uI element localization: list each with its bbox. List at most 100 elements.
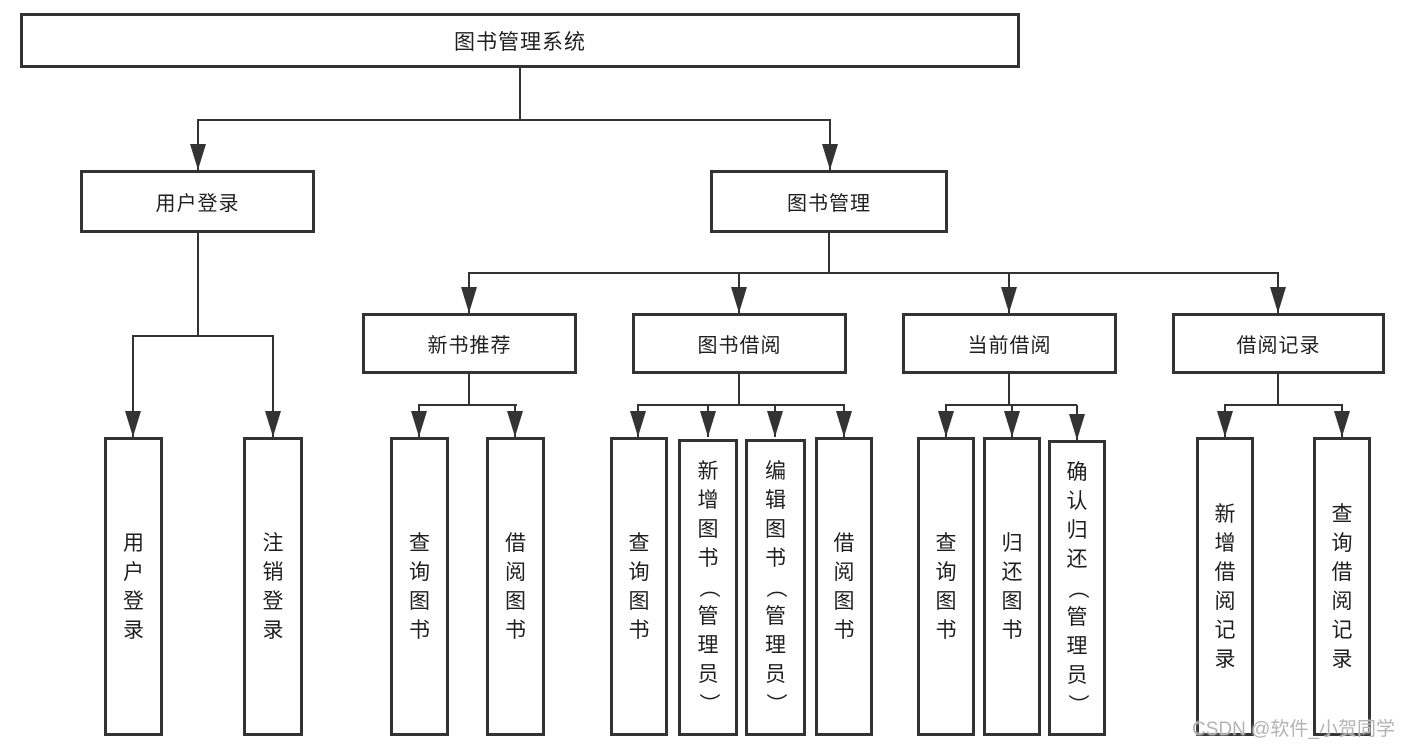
vertical-label-char: 户: [123, 560, 144, 584]
connector-user-login-trunk: [197, 233, 199, 336]
vertical-label-char: 询: [409, 560, 430, 584]
vertical-label-char: 认: [1066, 489, 1088, 513]
leaf-return-books: 归还图书: [983, 437, 1041, 736]
vertical-label-char: 员: [697, 663, 719, 686]
vertical-label-char: 图: [628, 589, 650, 613]
vertical-label-char: ）: [696, 693, 720, 714]
arrowhead-leaf-query-record: [1334, 411, 1350, 437]
node-book-management: 图书管理: [710, 170, 948, 233]
vertical-label-char: 还: [1001, 560, 1023, 584]
vertical-label-char: 登: [123, 589, 144, 613]
connector-book-borrow-trunk: [738, 374, 740, 405]
arrowhead-leaf-edit-books: [767, 411, 783, 437]
vertical-label-char: 图: [833, 589, 855, 613]
vertical-label-char: 辑: [765, 489, 786, 512]
vertical-label-char: 增: [1214, 531, 1236, 555]
vertical-label-char: 录: [1331, 647, 1353, 671]
connector-book-management-trunk: [828, 233, 830, 273]
connector-borrow-record-trunk: [1277, 374, 1279, 405]
vertical-label-char: 管: [697, 605, 719, 628]
vertical-label-char: 理: [697, 634, 719, 657]
connector-new-book-branch: [418, 404, 517, 406]
node-new-book-recommend: 新书推荐: [362, 313, 577, 374]
arrowhead-leaf-return-books: [1004, 411, 1020, 437]
arrowhead-leaf-query-books-1: [411, 411, 427, 437]
leaf-query-borrow-record: 查询借阅记录: [1313, 437, 1371, 736]
node-user-login: 用户登录: [80, 170, 315, 233]
connector-root-trunk: [519, 68, 521, 120]
vertical-label-char: 询: [1331, 531, 1353, 555]
vertical-label-char: 书: [935, 618, 957, 642]
vertical-label-char: 管: [1066, 605, 1088, 629]
vertical-label-char: 录: [123, 618, 144, 642]
vertical-label-char: 借: [1331, 560, 1353, 584]
node-book-borrowing: 图书借阅: [632, 313, 847, 374]
vertical-label-char: 新: [697, 460, 719, 483]
vertical-label-char: 书: [697, 547, 719, 570]
leaf-logout-login: 注销登录: [243, 437, 303, 736]
arrowhead-leaf-confirm-return: [1069, 414, 1085, 440]
connector-current-borrow-trunk: [1008, 374, 1010, 405]
vertical-label-char: 查: [1331, 502, 1353, 526]
vertical-label-char: 记: [1214, 618, 1236, 642]
vertical-label-char: 图: [697, 518, 719, 541]
vertical-label-char: 归: [1066, 518, 1088, 542]
vertical-label-char: 销: [262, 560, 284, 584]
leaf-add-books-admin: 新增图书（管理员）: [678, 439, 738, 736]
connector-to-leaf-logout: [272, 336, 274, 437]
connector-to-leaf-user-login: [132, 336, 134, 437]
leaf-query-books-borrow: 查询图书: [610, 437, 668, 736]
leaf-add-borrow-record: 新增借阅记录: [1196, 437, 1254, 736]
leaf-query-books-current: 查询图书: [917, 437, 975, 736]
vertical-label-char: 图: [935, 589, 957, 613]
arrowhead-leaf-add-record: [1217, 411, 1233, 437]
vertical-label-char: 图: [505, 589, 526, 613]
arrowhead-new-book: [461, 287, 477, 313]
vertical-label-char: 借: [505, 531, 526, 555]
vertical-label-char: 书: [765, 547, 786, 570]
arrowhead-borrow-record: [1270, 287, 1286, 313]
node-borrowing-records: 借阅记录: [1172, 313, 1385, 374]
vertical-label-char: 询: [935, 560, 957, 584]
vertical-label-char: 员: [1066, 663, 1088, 687]
leaf-user-login: 用户登录: [104, 437, 163, 736]
arrowhead-leaf-logout: [265, 411, 281, 437]
vertical-label-char: 阅: [833, 560, 855, 584]
arrowhead-book-management: [822, 144, 838, 170]
leaf-confirm-return-admin: 确认归还（管理员）: [1048, 440, 1106, 736]
connector-book-borrow-branch: [637, 404, 845, 406]
arrowhead-leaf-borrow-books-2: [836, 411, 852, 437]
vertical-label-char: 询: [628, 560, 650, 584]
vertical-label-char: 阅: [505, 560, 526, 584]
vertical-label-char: （: [764, 577, 787, 598]
vertical-label-char: 借: [1214, 560, 1236, 584]
leaf-borrow-books-recommend: 借阅图书: [486, 437, 545, 736]
node-library-management-system: 图书管理系统: [20, 13, 1020, 68]
vertical-label-char: 书: [505, 618, 526, 642]
arrowhead-leaf-user-login: [125, 411, 141, 437]
connector-new-book-trunk: [468, 374, 470, 405]
vertical-label-char: 书: [628, 618, 650, 642]
vertical-label-char: 书: [409, 618, 430, 642]
vertical-label-char: ）: [764, 693, 787, 714]
leaf-edit-books-admin: 编辑图书（管理员）: [745, 439, 806, 736]
arrowhead-book-borrow: [731, 287, 747, 313]
node-current-borrowing: 当前借阅: [902, 313, 1117, 374]
vertical-label-char: 录: [1214, 647, 1236, 671]
vertical-label-char: 新: [1214, 502, 1236, 526]
leaf-query-books-recommend: 查询图书: [390, 437, 449, 736]
vertical-label-char: 阅: [1331, 589, 1353, 613]
vertical-label-char: 记: [1331, 618, 1353, 642]
vertical-label-char: 阅: [1214, 589, 1236, 613]
vertical-label-char: 编: [765, 460, 786, 483]
vertical-label-char: 书: [1001, 618, 1023, 642]
connector-borrow-record-branch: [1224, 404, 1343, 406]
arrowhead-leaf-add-books: [700, 411, 716, 437]
csdn-watermark: CSDN @软件_小贺同学: [1192, 719, 1395, 740]
vertical-label-char: 理: [1066, 634, 1088, 658]
vertical-label-char: 图: [409, 589, 430, 613]
vertical-label-char: 录: [262, 618, 284, 642]
leaf-borrow-books: 借阅图书: [815, 437, 873, 736]
vertical-label-char: （: [696, 577, 720, 598]
